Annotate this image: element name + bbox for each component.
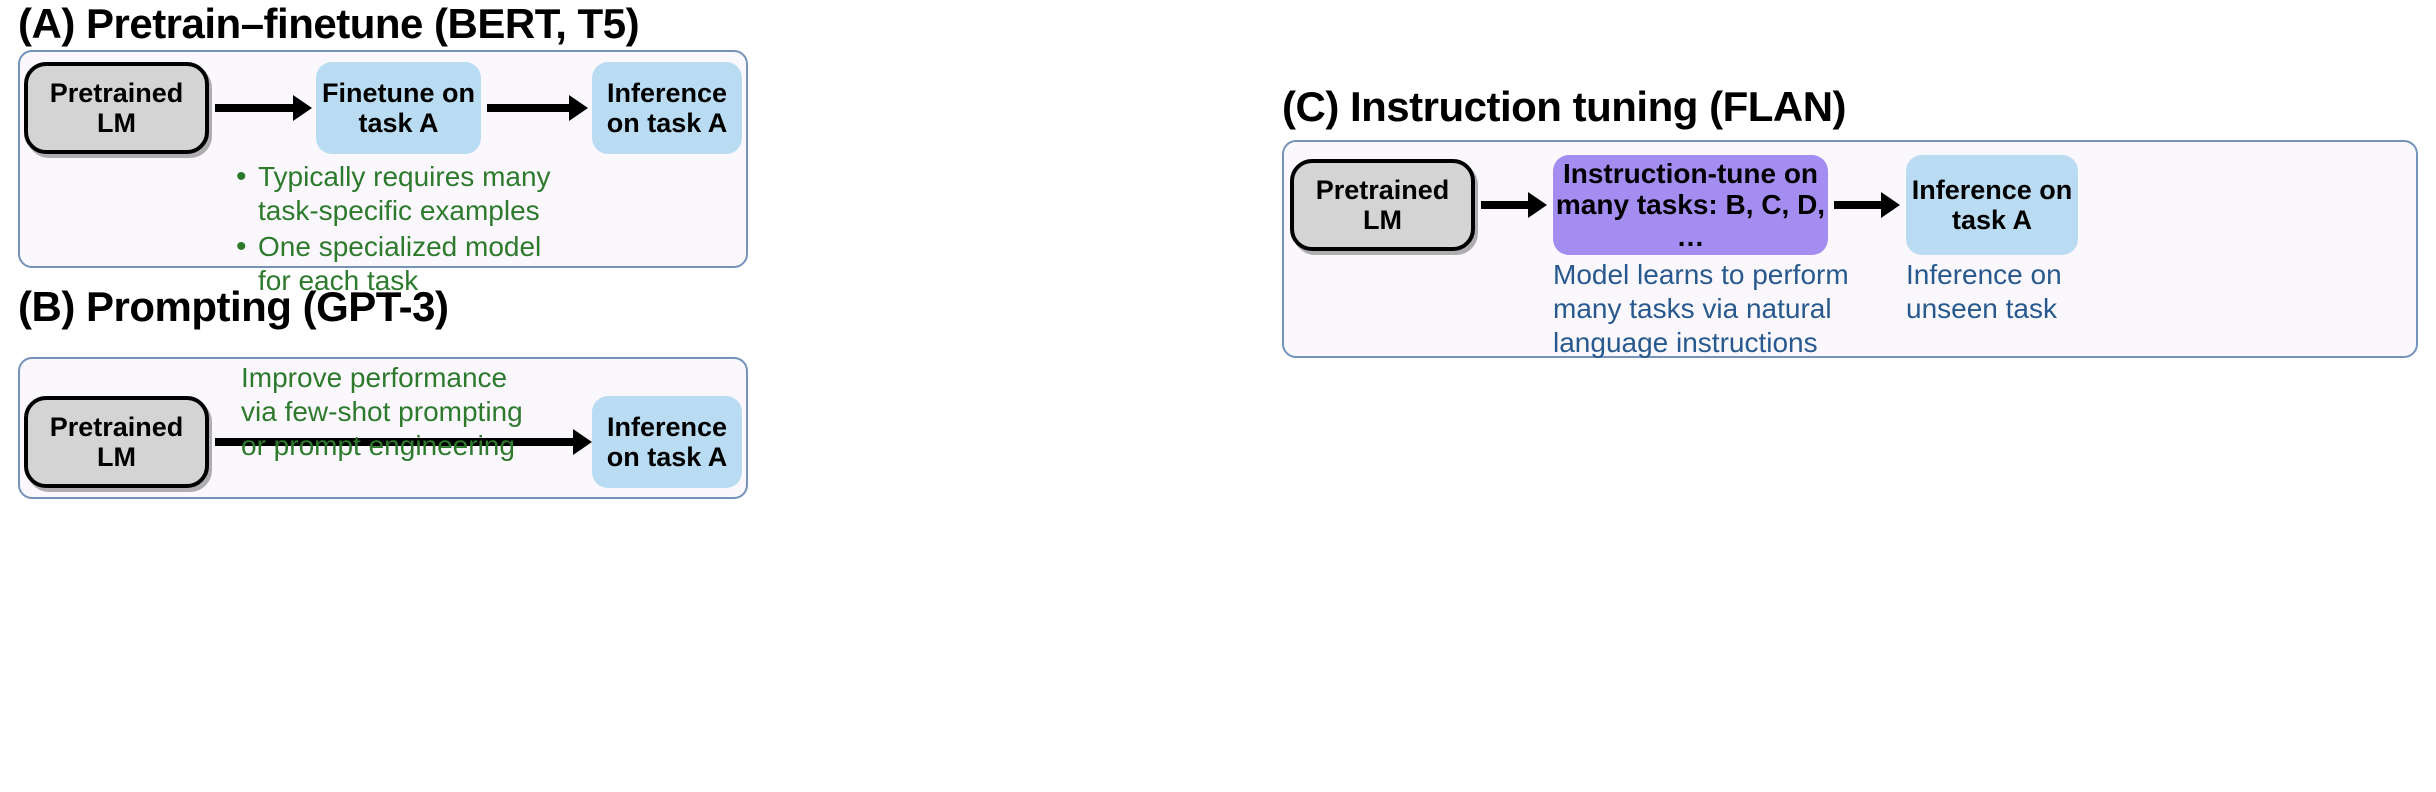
bullet-dot-icon: • bbox=[236, 160, 247, 193]
panel-c-annotation-inference: Inference on unseen task bbox=[1906, 259, 2062, 325]
panel-b-title: (B) Prompting (GPT-3) bbox=[18, 283, 449, 330]
panel-c-node-inference: Inference on task A bbox=[1906, 155, 2078, 255]
panel-c-arrow-2 bbox=[1834, 201, 1883, 209]
panel-a-bullet-text-2: One specialized model for each task bbox=[258, 231, 542, 297]
panel-a-arrow-2 bbox=[487, 104, 571, 112]
panel-a-bullet-text-1: Typically requires many task-specific ex… bbox=[258, 161, 551, 227]
panel-a-title: (A) Pretrain–finetune (BERT, T5) bbox=[18, 0, 640, 47]
panel-c-arrow-1 bbox=[1481, 201, 1530, 209]
panel-a-bullet-item: • Typically requires many task-specific … bbox=[236, 160, 566, 228]
panel-a-node-pretrained-lm: Pretrained LM bbox=[24, 62, 209, 154]
panel-a-node-inference: Inference on task A bbox=[592, 62, 742, 154]
bullet-dot-icon: • bbox=[236, 230, 247, 264]
panel-b-arrow-1 bbox=[215, 438, 575, 446]
panel-a-node-finetune: Finetune on task A bbox=[316, 62, 481, 154]
panel-c-annotation-tune: Model learns to perform many tasks via n… bbox=[1553, 259, 1849, 359]
panel-b-annotation: Improve performance via few-shot prompti… bbox=[241, 362, 523, 462]
panel-c-title: (C) Instruction tuning (FLAN) bbox=[1282, 83, 1847, 130]
panel-a-bullet-list: • Typically requires many task-specific … bbox=[236, 160, 566, 301]
panel-b-node-pretrained-lm: Pretrained LM bbox=[24, 396, 209, 488]
panel-a-bullet-item: • One specialized model for each task bbox=[236, 230, 566, 298]
panel-a-arrow-1 bbox=[215, 104, 295, 112]
panel-b-node-inference: Inference on task A bbox=[592, 396, 742, 488]
panel-c-node-pretrained-lm: Pretrained LM bbox=[1290, 159, 1475, 251]
panel-c-node-instruction-tune: Instruction-tune on many tasks: B, C, D,… bbox=[1553, 155, 1828, 255]
